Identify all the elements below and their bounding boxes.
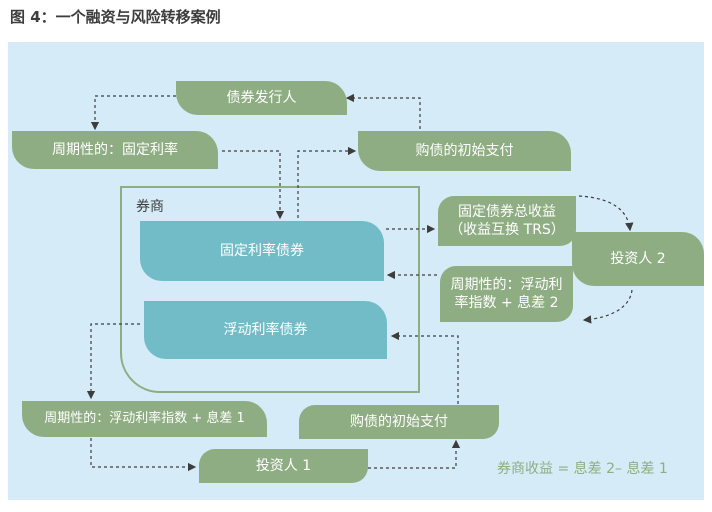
issuer-label: 债券发行人	[226, 90, 297, 106]
trs-node: 固定债券总收益 （收益互换 TRS）	[438, 196, 576, 246]
arrow-fixed-coupon-to-fixed-bond	[222, 150, 285, 220]
fixed-rate-bond-node: 固定利率债券	[140, 221, 384, 281]
investor2-node: 投资人 2	[572, 232, 704, 286]
arrow-initial-payment-to-issuer	[345, 93, 421, 129]
trs-label-line2: （收益互换 TRS）	[449, 222, 565, 238]
initial-payment-top-node: 购债的初始支付	[358, 131, 571, 171]
arrow-initial-payment-to-floating-bond	[390, 331, 459, 404]
trs-label-line1: 固定债券总收益	[458, 204, 556, 220]
initial-payment-bottom-node: 购债的初始支付	[299, 405, 499, 439]
investor1-label: 投资人 1	[255, 458, 312, 474]
periodic-fixed-label: 周期性的：固定利率	[52, 142, 178, 158]
fixed-rate-bond-label: 固定利率债券	[220, 243, 304, 259]
broker-profit-formula: 券商收益 = 息差 2– 息差 1	[497, 461, 668, 477]
investor2-label: 投资人 2	[610, 251, 666, 267]
periodic-float2-label-line1: 周期性的：浮动利	[450, 277, 563, 293]
figure-title: 图 4：一个融资与风险转移案例	[10, 8, 221, 26]
periodic-fixed-node: 周期性的：固定利率	[12, 131, 218, 169]
periodic-float1-node: 周期性的：浮动利率指数 + 息差 1	[22, 401, 267, 437]
arrow-issuer-to-fixed-coupon	[90, 95, 176, 131]
arrow-investor2-to-float-coupon2	[582, 289, 633, 324]
periodic-float1-label: 周期性的：浮动利率指数 + 息差 1	[44, 411, 245, 426]
broker-container	[120, 186, 420, 393]
arrow-investor1-to-initial-payment	[368, 439, 461, 469]
arrow-fixed-bond-to-initial-payment	[297, 146, 357, 218]
periodic-float2-label-line2: 率指数 + 息差 2	[454, 295, 559, 311]
issuer-node: 债券发行人	[176, 81, 347, 115]
initial-payment-bottom-label: 购债的初始支付	[350, 414, 448, 430]
floating-rate-bond-label: 浮动利率债券	[223, 322, 308, 338]
initial-payment-top-label: 购债的初始支付	[415, 143, 514, 159]
investor1-node: 投资人 1	[199, 449, 368, 483]
floating-rate-bond-node: 浮动利率债券	[144, 301, 387, 359]
arrow-float-coupon1-to-investor1	[90, 426, 197, 472]
periodic-float2-node: 周期性的：浮动利 率指数 + 息差 2	[440, 266, 573, 322]
arrow-floating-bond-to-float-coupon1	[86, 323, 140, 400]
arrow-trs-to-investor2	[578, 195, 634, 232]
broker-label: 券商	[136, 199, 164, 215]
